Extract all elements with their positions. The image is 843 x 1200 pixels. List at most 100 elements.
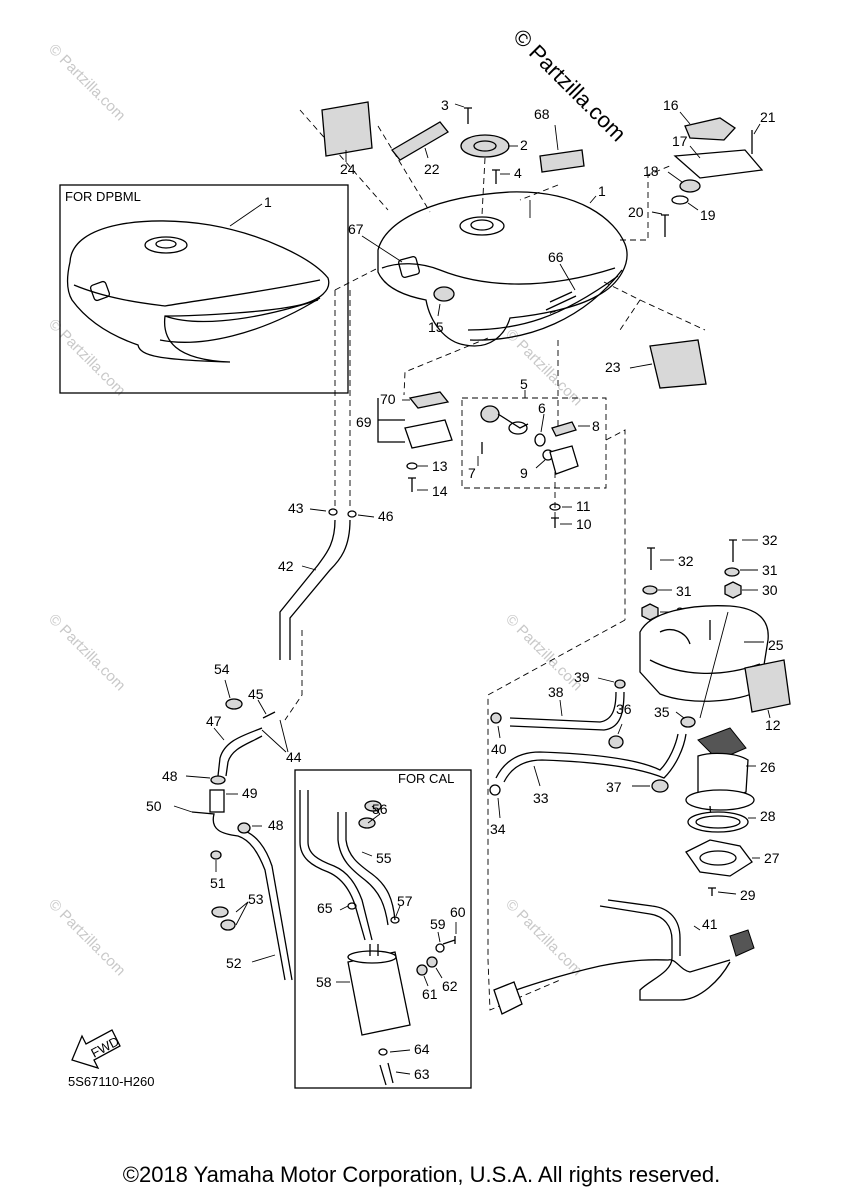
callout-36: 36: [616, 701, 632, 717]
part-12: [744, 659, 791, 713]
part-32: [647, 547, 655, 570]
callout-48: 48: [162, 768, 178, 784]
inset-dpbml: FOR DPBML 1: [59, 184, 349, 394]
part-45: [262, 711, 276, 719]
watermark: © Partzilla.com: [45, 611, 128, 694]
part-17: [673, 149, 764, 179]
part-3: [464, 107, 472, 124]
callout-16: 16: [663, 97, 679, 113]
callout-58: 58: [316, 974, 332, 990]
part-33: [495, 733, 679, 779]
part-2: [460, 134, 510, 158]
part-14: [408, 477, 416, 492]
callout-20: 20: [628, 204, 644, 220]
part-38: [509, 691, 617, 723]
callout-47: 47: [206, 713, 222, 729]
callout-57: 57: [397, 893, 413, 909]
part-60: [442, 936, 456, 945]
callout-5: 5: [520, 376, 528, 392]
part-58: [347, 951, 411, 1036]
part-37: [651, 779, 669, 793]
callout-6: 6: [538, 400, 546, 416]
watermark: © Partzilla.com: [45, 896, 128, 979]
callout-24: 24: [340, 161, 356, 177]
part-26: [685, 727, 755, 831]
part-63: [379, 1062, 394, 1086]
part-13: [406, 462, 418, 470]
callout-37: 37: [606, 779, 622, 795]
callout-30: 30: [762, 582, 778, 598]
callout-25: 25: [768, 637, 784, 653]
part-28: [687, 811, 749, 833]
callout-39: 39: [574, 669, 590, 685]
callout-38: 38: [548, 684, 564, 700]
part-20: [661, 214, 669, 237]
callout-4: 4: [514, 165, 522, 181]
part-16: [684, 117, 736, 141]
callout-45: 45: [248, 686, 264, 702]
part-8: [551, 421, 577, 437]
callout-33: 33: [533, 790, 549, 806]
callout-15: 15: [428, 319, 444, 335]
callout-59: 59: [430, 916, 446, 932]
part-19: [671, 195, 689, 205]
callout-12: 12: [765, 717, 781, 733]
callout-68: 68: [534, 106, 550, 122]
fwd-label: FWD: [88, 1033, 121, 1060]
watermark-main: © Partzilla.com: [508, 24, 631, 147]
part-10: [551, 517, 559, 528]
callout-8: 8: [592, 418, 600, 434]
callout-70: 70: [380, 391, 396, 407]
callout-49: 49: [242, 785, 258, 801]
callout-1: 1: [598, 183, 606, 199]
part-29: [708, 887, 716, 896]
callout-51: 51: [210, 875, 226, 891]
fwd-arrow-icon: FWD: [71, 1029, 122, 1070]
callout-55: 55: [376, 850, 392, 866]
callout-1: 1: [264, 194, 272, 210]
callout-66: 66: [548, 249, 564, 265]
callout-31: 31: [762, 562, 778, 578]
part-42: [279, 519, 336, 660]
callout-60: 60: [450, 904, 466, 920]
callout-40: 40: [491, 741, 507, 757]
callout-29: 29: [740, 887, 756, 903]
part-4: [492, 169, 500, 184]
part-62: [426, 956, 438, 968]
part-23: [649, 339, 707, 389]
callout-19: 19: [700, 207, 716, 223]
callout-26: 26: [760, 759, 776, 775]
part-61: [416, 964, 428, 976]
callout-32: 32: [762, 532, 778, 548]
callout-32: 32: [678, 553, 694, 569]
callout-14: 14: [432, 483, 448, 499]
part-18: [679, 179, 701, 193]
diagram-code: 5S67110-H260: [68, 1074, 155, 1089]
callout-13: 13: [432, 458, 448, 474]
callout-67: 67: [348, 221, 364, 237]
part-52: [191, 811, 286, 981]
callout-61: 61: [422, 986, 438, 1002]
part-53: [211, 906, 229, 918]
fuel-tank: ~: [377, 191, 628, 347]
part-36: [608, 735, 624, 749]
part-70: [408, 391, 450, 409]
part-64: [378, 1048, 388, 1056]
inset-dpbml-title: FOR DPBML: [65, 189, 141, 204]
callout-62: 62: [442, 978, 458, 994]
callout-46: 46: [378, 508, 394, 524]
part-54: [225, 698, 243, 710]
callout-34: 34: [490, 821, 506, 837]
callout-35: 35: [654, 704, 670, 720]
part-6: [534, 433, 546, 447]
watermark: © Partzilla.com: [45, 41, 128, 124]
inset-cal: FOR CAL 56 55 57 65 58 60 59 62 61: [294, 769, 472, 1089]
callout-50: 50: [146, 798, 162, 814]
callout-27: 27: [764, 850, 780, 866]
callout-21: 21: [760, 109, 776, 125]
callout-7: 7: [468, 465, 476, 481]
callout-63: 63: [414, 1066, 430, 1082]
watermark: © Partzilla.com: [502, 326, 585, 409]
part-49: [209, 789, 225, 813]
